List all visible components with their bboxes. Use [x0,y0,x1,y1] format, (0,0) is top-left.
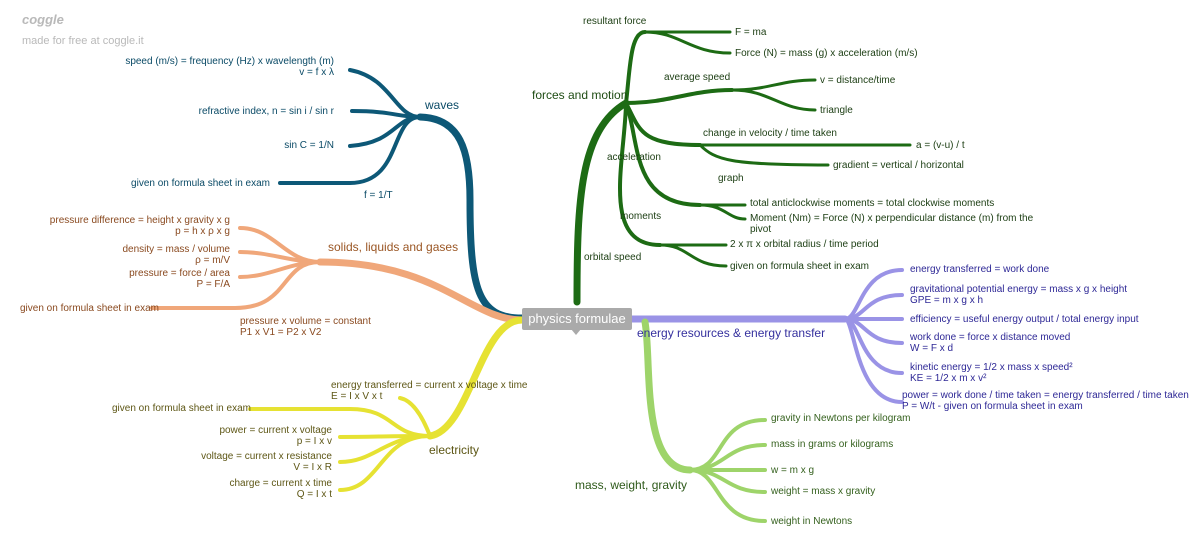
energy-heading[interactable]: energy resources & energy transfer [637,326,826,340]
electricity-heading[interactable]: electricity [429,443,480,457]
waves-heading[interactable]: waves [425,98,460,112]
forces-graph[interactable]: graph [718,173,744,184]
electricity-power[interactable]: power = current x voltage [219,425,332,436]
forces-resultant-force[interactable]: resultant force [583,16,647,27]
forces-link-fmass [643,30,732,55]
forces-heading[interactable]: forces and motion [532,88,628,102]
mass-link-5 [688,468,767,523]
solids-branch [150,226,526,324]
mass-w-mg[interactable]: w = m x g [771,465,815,476]
solids-pressure-area-symbol[interactable]: P = F/A [196,279,230,290]
waves-speed-symbol[interactable]: v = f x λ [299,67,334,78]
electricity-link-etv [398,396,432,438]
energy-efficiency[interactable]: efficiency = useful energy output / tota… [910,314,1139,325]
electricity-voltage[interactable]: voltage = current x resistance [201,451,332,462]
forces-link-orbit2 [658,243,728,268]
energy-kinetic-symbol[interactable]: KE = 1/2 x m x v² [910,373,987,384]
solids-pressure-area[interactable]: pressure = force / area [129,268,230,279]
forces-orbital-formula[interactable]: 2 x π x orbital radius / time period [730,239,879,250]
forces-link-avg [624,88,734,105]
forces-a-formula[interactable]: a = (v-u) / t [916,140,965,151]
mass-weight-newtons[interactable]: weight in Newtons [771,516,853,527]
solids-pressure-volume[interactable]: pressure x volume = constant [240,316,371,327]
mass-gravity-newtons[interactable]: gravity in Newtons per kilogram [771,413,911,424]
energy-branch [628,268,904,404]
solids-pressure-difference[interactable]: pressure difference = height x gravity x… [49,215,230,226]
forces-link-accel [624,101,702,147]
mass-trunk [641,318,694,474]
forces-moment-formula[interactable]: Moment (Nm) = Force (N) x perpendicular … [750,213,1034,224]
energy-power-symbol[interactable]: P = W/t - given on formula sheet in exam [902,401,1083,412]
energy-kinetic[interactable]: kinetic energy = 1/2 x mass x speed² [910,362,1073,373]
forces-branch [573,30,912,306]
electricity-voltage-symbol[interactable]: V = I x R [293,462,332,473]
solids-heading[interactable]: solids, liquids and gases [328,240,459,254]
energy-work-done-symbol[interactable]: W = F x d [910,343,954,354]
energy-gpe-symbol[interactable]: GPE = m x g x h [910,295,984,306]
waves-speed-formula[interactable]: speed (m/s) = frequency (Hz) x wavelengt… [125,56,334,67]
forces-change-in-velocity[interactable]: change in velocity / time taken [703,128,837,139]
forces-gradient[interactable]: gradient = vertical / horizontal [833,160,964,171]
forces-link-gradient [698,143,830,167]
forces-link-orbital [617,101,662,247]
solids-trunk [316,258,526,324]
electricity-trunk [426,316,526,440]
electricity-branch [248,316,526,492]
forces-triangle[interactable]: triangle [820,105,853,116]
solids-density[interactable]: density = mass / volume [122,244,230,255]
waves-given-on-sheet[interactable]: given on formula sheet in exam [131,178,270,189]
energy-work-done[interactable]: work done = force x distance moved [910,332,1071,343]
mass-heading[interactable]: mass, weight, gravity [575,478,688,492]
solids-density-symbol[interactable]: ρ = m/V [195,255,230,266]
forces-link-triangle [730,88,817,112]
root-node[interactable]: physics formulae [522,308,632,330]
forces-acceleration[interactable]: acceleration [607,152,661,163]
forces-v-distance-time[interactable]: v = distance/time [820,75,896,86]
forces-moment-pivot[interactable]: pivot [750,224,772,235]
forces-link-vdt [730,78,817,92]
energy-link-2 [843,293,904,321]
waves-critical-angle[interactable]: sin C = 1/N [284,140,334,151]
electricity-given-on-sheet[interactable]: given on formula sheet in exam [112,403,251,414]
electricity-energy-transferred[interactable]: energy transferred = current x voltage x… [331,380,528,391]
waves-trunk [416,113,526,322]
solids-pressure-difference-symbol[interactable]: p = h x ρ x g [175,226,230,237]
mass-grams-kilograms[interactable]: mass in grams or kilograms [771,439,894,450]
forces-link-moments [624,101,702,207]
solids-link-given [150,260,322,310]
forces-link-moment [698,203,747,221]
waves-frequency-period[interactable]: f = 1/T [364,190,393,201]
forces-total-moments[interactable]: total anticlockwise moments = total cloc… [750,198,995,209]
root-pin-arrow [571,329,581,335]
coggle-tagline-link[interactable]: made for free at coggle.it [22,35,144,47]
electricity-power-symbol[interactable]: p = I x v [296,436,332,447]
solids-pressure-volume-symbol[interactable]: P1 x V1 = P2 x V2 [240,327,322,338]
forces-trunk [573,99,630,306]
mass-branch [641,318,767,523]
waves-link-given [278,115,422,185]
mass-weight-formula[interactable]: weight = mass x gravity [771,486,876,497]
forces-f-ma[interactable]: F = ma [735,27,767,38]
solids-given-on-sheet[interactable]: given on formula sheet in exam [20,303,159,314]
electricity-energy-symbol[interactable]: E = I x V x t [331,391,383,402]
waves-refractive-index[interactable]: refractive index, n = sin i / sin r [198,106,334,117]
forces-orbital-given[interactable]: given on formula sheet in exam [730,261,869,272]
forces-link-resultant [624,30,647,105]
forces-moments[interactable]: moments [620,211,662,222]
electricity-link-charge [338,434,432,492]
energy-transferred-work[interactable]: energy transferred = work done [910,264,1050,275]
forces-average-speed[interactable]: average speed [664,72,731,83]
electricity-charge-symbol[interactable]: Q = I x t [296,489,332,500]
forces-force-mass[interactable]: Force (N) = mass (g) x acceleration (m/s… [735,48,918,59]
waves-branch [278,68,526,322]
energy-power[interactable]: power = work done / time taken = energy … [902,390,1189,401]
forces-orbital-speed[interactable]: orbital speed [584,252,642,263]
energy-link-6 [843,317,904,404]
coggle-logo[interactable]: coggle [22,12,64,27]
energy-gpe[interactable]: gravitational potential energy = mass x … [910,284,1128,295]
electricity-charge[interactable]: charge = current x time [229,478,332,489]
solids-link-density [238,250,322,264]
